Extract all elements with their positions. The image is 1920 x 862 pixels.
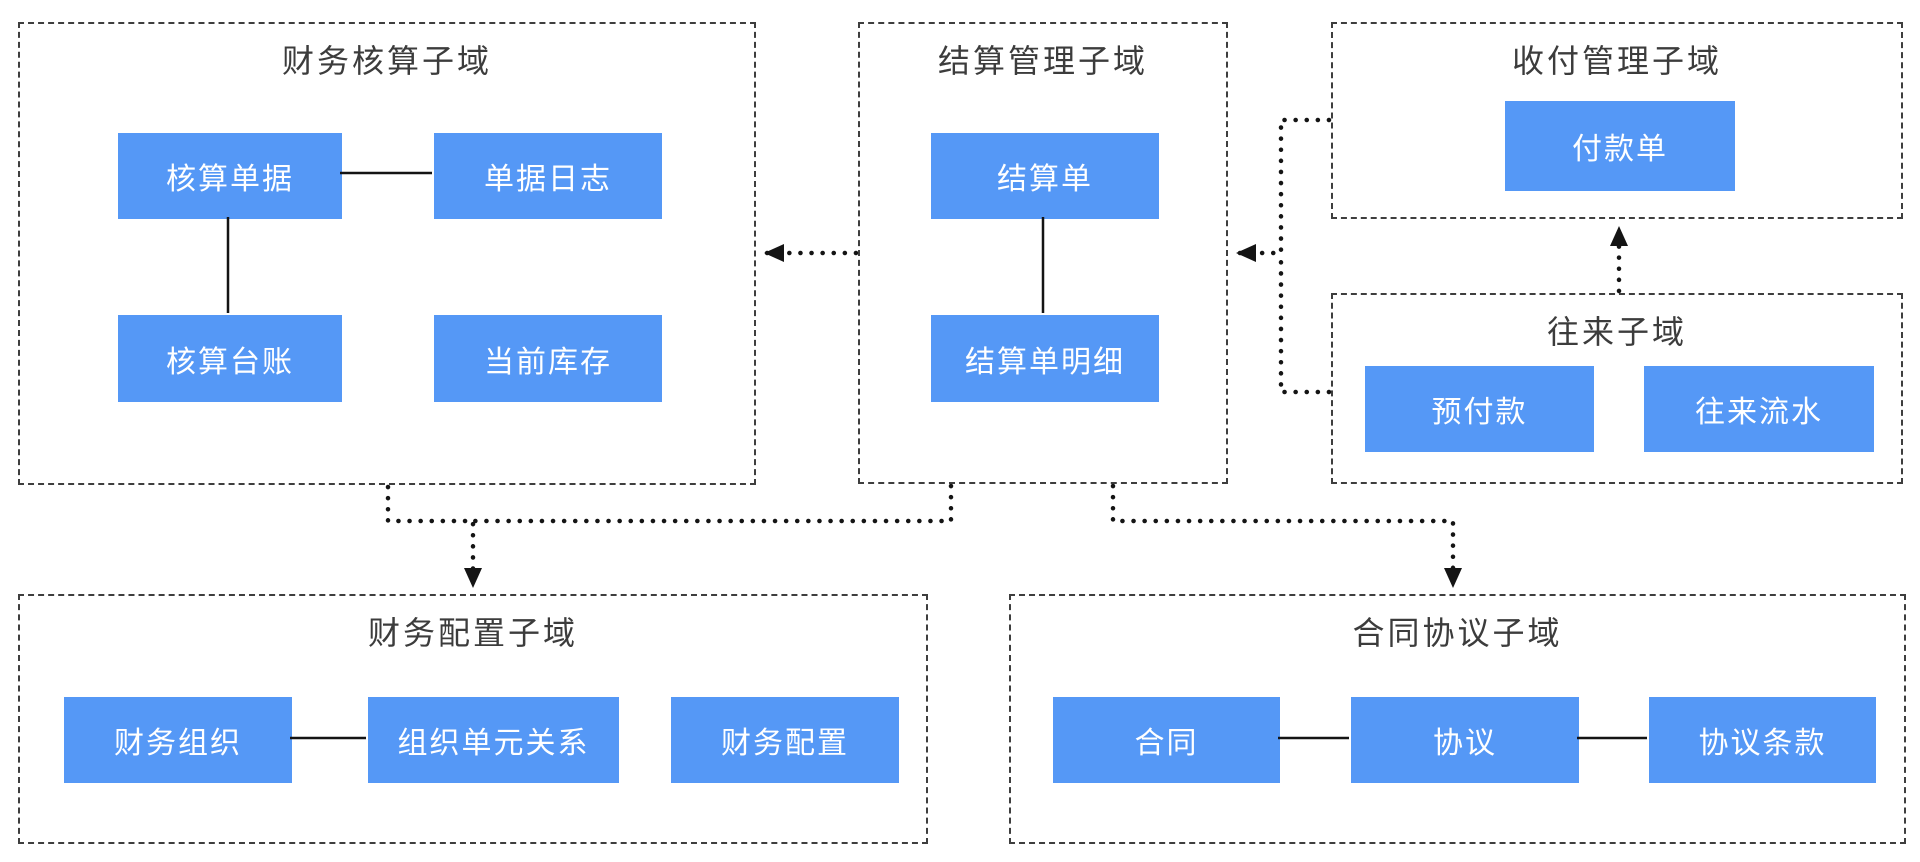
domain-financial-configuration: 财务配置子域 财务组织 组织单元关系 财务配置: [18, 594, 928, 844]
domain-financial-accounting: 财务核算子域 核算单据 单据日志 核算台账 当前库存: [18, 22, 756, 485]
entity-settlement-order: 结算单: [931, 133, 1159, 219]
entity-prepayment: 预付款: [1365, 366, 1594, 452]
entity-accounting-voucher: 核算单据: [118, 133, 342, 219]
domain-title: 财务核算子域: [281, 43, 492, 79]
entity-accounting-ledger: 核算台账: [118, 315, 342, 402]
entity-settlement-order-detail: 结算单明细: [931, 315, 1159, 402]
domain-title: 往来子域: [1546, 314, 1687, 350]
entity-agreement-terms: 协议条款: [1649, 697, 1876, 783]
entity-voucher-log: 单据日志: [434, 133, 662, 219]
arrow-settlement-to-contract: [1110, 483, 1462, 589]
entity-contract: 合同: [1053, 697, 1280, 783]
entity-financial-config: 财务配置: [671, 697, 899, 783]
domain-settlement-management: 结算管理子域 结算单 结算单明细: [858, 22, 1228, 484]
entity-org-unit-relation: 组织单元关系: [368, 697, 619, 783]
domain-title: 财务配置子域: [367, 615, 578, 651]
entity-agreement: 协议: [1351, 697, 1579, 783]
arrow-accounting-to-config: [385, 484, 482, 589]
arrow-transactions-to-settlement: [1278, 250, 1332, 395]
entity-payment-order: 付款单: [1505, 101, 1735, 191]
domain-payment-receipt-management: 收付管理子域 付款单: [1331, 22, 1903, 219]
arrow-payment-to-settlement: [1235, 117, 1332, 262]
domain-transactions: 往来子域 预付款 往来流水: [1331, 293, 1903, 484]
arrow-settlement-to-config: [470, 483, 954, 524]
domain-title: 收付管理子域: [1511, 43, 1722, 79]
domain-title: 结算管理子域: [937, 43, 1148, 79]
entity-current-inventory: 当前库存: [434, 315, 662, 402]
entity-transaction-flow: 往来流水: [1644, 366, 1874, 452]
domain-title: 合同协议子域: [1352, 615, 1563, 651]
entity-financial-organization: 财务组织: [64, 697, 292, 783]
domain-contract-agreement: 合同协议子域 合同 协议 协议条款: [1009, 594, 1906, 844]
